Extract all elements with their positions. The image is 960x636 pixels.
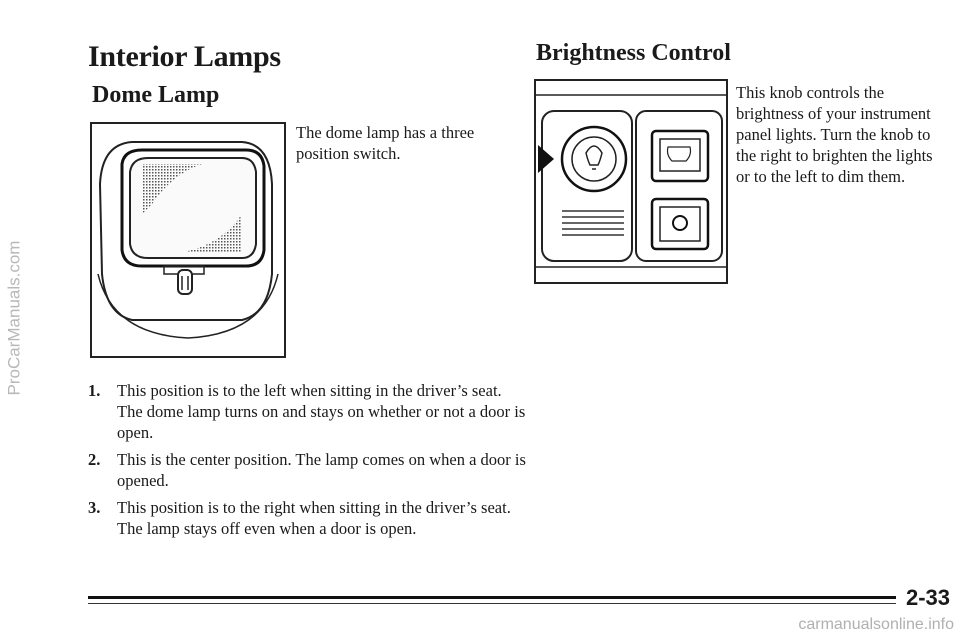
switch-positions-list: 1. This position is to the left when sit… <box>88 380 528 545</box>
footer-rule-thin <box>88 603 896 604</box>
list-item-number: 1. <box>88 381 101 400</box>
side-watermark: ProCarManuals.com <box>0 0 28 636</box>
list-item-number: 2. <box>88 450 101 469</box>
list-item: 2. This is the center position. The lamp… <box>88 449 528 491</box>
brightness-heading: Brightness Control <box>536 40 731 66</box>
side-watermark-text: ProCarManuals.com <box>4 240 24 396</box>
list-item-text: This position is to the right when sitti… <box>117 498 511 538</box>
dome-lamp-heading: Dome Lamp <box>92 82 220 108</box>
bottom-watermark: carmanualsonline.info <box>798 616 954 633</box>
brightness-figure <box>534 79 728 284</box>
page-number: 2-33 <box>905 585 950 610</box>
section-title: Interior Lamps <box>88 40 281 73</box>
list-item-text: This position is to the left when sittin… <box>117 381 526 442</box>
footer-rule <box>88 596 896 599</box>
dome-lamp-icon <box>97 141 279 339</box>
dome-lamp-figure <box>90 122 286 358</box>
list-item-number: 3. <box>88 498 101 517</box>
list-item: 1. This position is to the left when sit… <box>88 380 528 443</box>
brightness-knob-icon <box>536 94 726 268</box>
list-item-text: This is the center position. The lamp co… <box>117 450 526 490</box>
dome-lamp-intro: The dome lamp has a three position switc… <box>296 123 475 163</box>
list-item: 3. This position is to the right when si… <box>88 497 528 539</box>
brightness-description: This knob controls the brightness of you… <box>736 83 933 186</box>
